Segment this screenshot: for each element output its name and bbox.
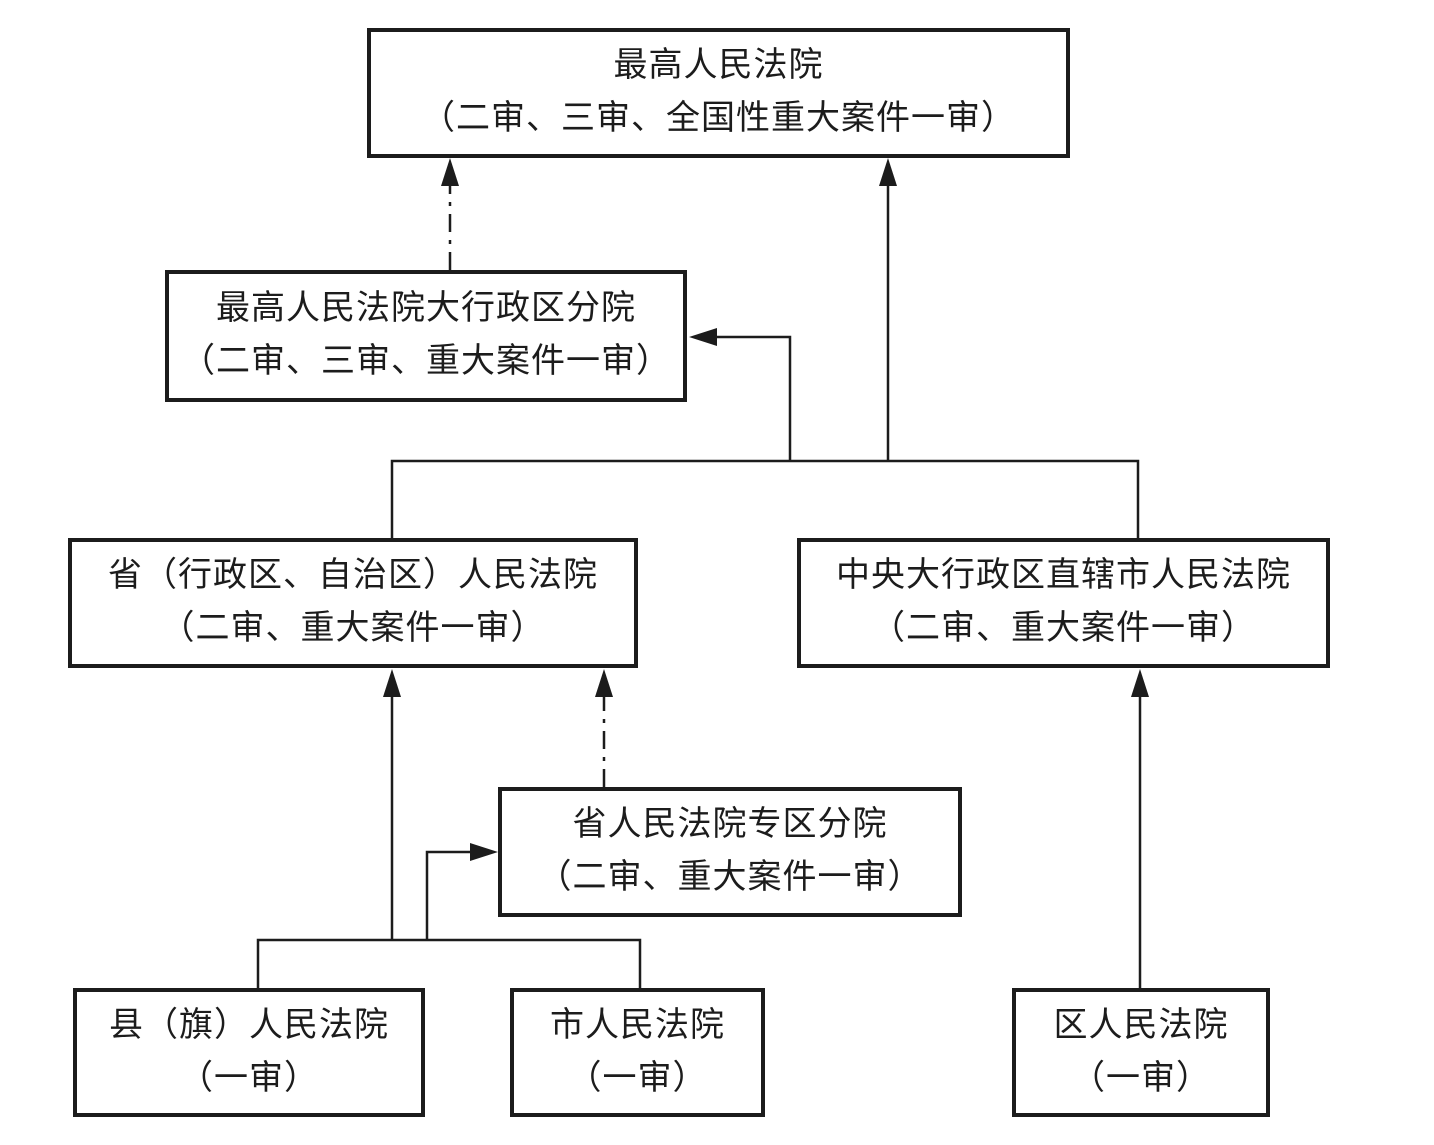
node-city-court-subtitle: （一审）	[567, 1059, 708, 1097]
node-supreme-court-subtitle: （二审、三审、全国性重大案件一审）	[421, 100, 1016, 137]
node-city-court-title: 市人民法院	[550, 1006, 725, 1044]
arrowhead-up-branch-to-supreme	[441, 158, 459, 186]
node-provincial-court-title: 省（行政区、自治区）人民法院	[108, 557, 598, 595]
arrowhead-up-district-to-central	[1131, 669, 1149, 697]
node-provincial-court: 省（行政区、自治区）人民法院 （二审、重大案件一审）	[68, 538, 638, 668]
node-district-court-subtitle: （一审）	[1071, 1059, 1211, 1097]
edge-lower-to-prefecture-elbow	[425, 850, 472, 940]
node-prefecture-branch: 省人民法院专区分院 （二审、重大案件一审）	[498, 787, 962, 917]
arrowhead-right-to-prefecture	[470, 843, 498, 861]
node-central-municipal-court-title: 中央大行政区直辖市人民法院	[836, 557, 1291, 595]
arrowhead-up-to-provincial	[383, 669, 401, 697]
node-regional-branch-title: 最高人民法院大行政区分院	[216, 290, 636, 328]
edge-mid-to-branch-elbow	[715, 335, 792, 461]
node-prefecture-branch-title: 省人民法院专区分院	[572, 806, 888, 844]
edge-mid-connector	[390, 459, 1140, 538]
node-provincial-court-subtitle: （二审、重大案件一审）	[160, 610, 546, 647]
arrowhead-up-prefecture-to-provincial	[595, 669, 613, 697]
edge-lower-connector	[256, 938, 642, 988]
node-regional-branch: 最高人民法院大行政区分院 （二审、三审、重大案件一审）	[165, 270, 687, 402]
node-city-court: 市人民法院 （一审）	[510, 988, 765, 1117]
node-county-court-title: 县（旗）人民法院	[109, 1006, 389, 1044]
node-supreme-court: 最高人民法院 （二审、三审、全国性重大案件一审）	[367, 28, 1070, 158]
node-central-municipal-court: 中央大行政区直辖市人民法院 （二审、重大案件一审）	[797, 538, 1330, 668]
node-county-court-subtitle: （一审）	[179, 1059, 319, 1097]
node-prefecture-branch-subtitle: （二审、重大案件一审）	[537, 859, 923, 896]
arrowhead-up-mid-to-supreme	[879, 158, 897, 186]
node-district-court: 区人民法院 （一审）	[1012, 988, 1270, 1117]
node-supreme-court-title: 最高人民法院	[613, 47, 824, 85]
node-county-court: 县（旗）人民法院 （一审）	[73, 988, 425, 1117]
node-district-court-title: 区人民法院	[1053, 1006, 1229, 1044]
arrowhead-left-to-branch	[689, 328, 717, 346]
node-central-municipal-court-subtitle: （二审、重大案件一审）	[871, 610, 1256, 647]
node-regional-branch-subtitle: （二审、三审、重大案件一审）	[181, 343, 671, 380]
